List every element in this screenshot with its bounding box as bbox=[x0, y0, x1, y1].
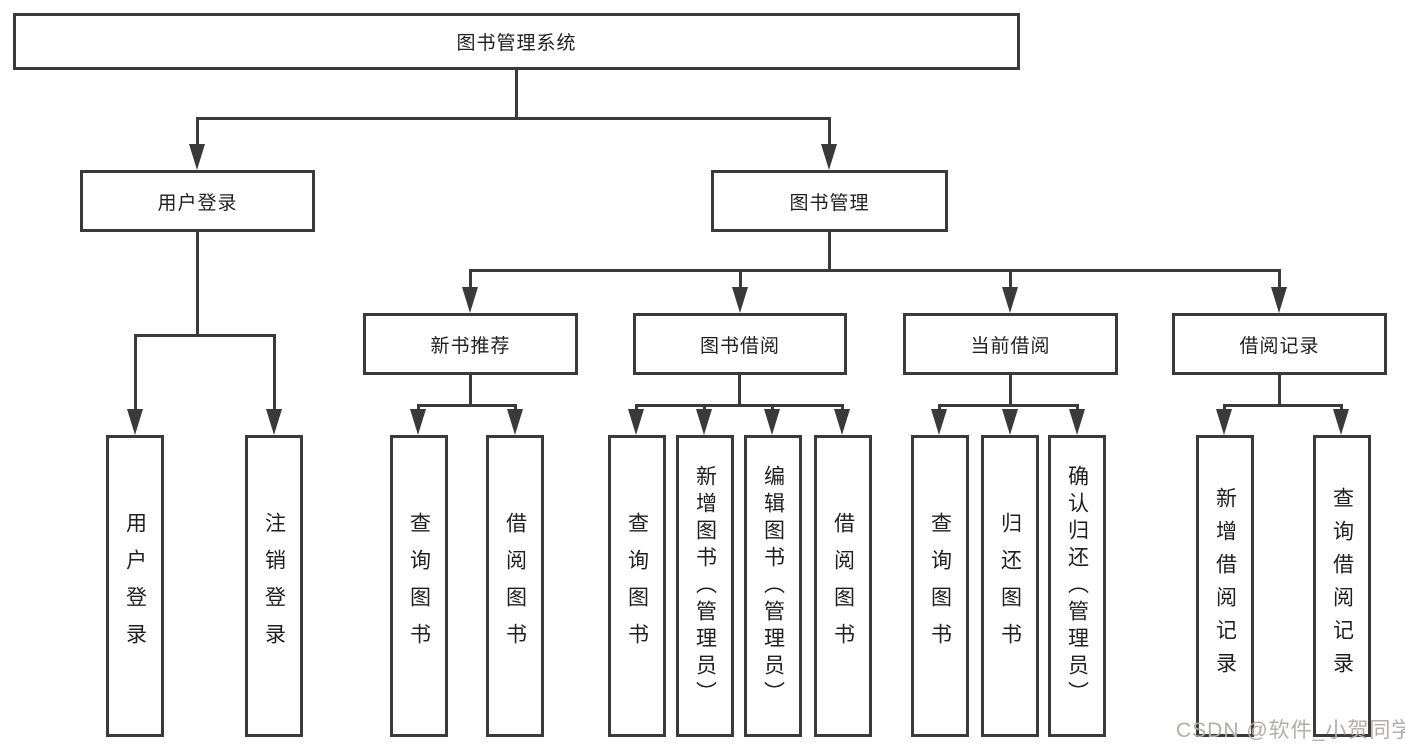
leaf-add-borrow-record: 新增借阅记录 bbox=[1196, 435, 1254, 737]
leaf-confirm-return-admin-label: 确认归还（管理员） bbox=[1065, 464, 1089, 708]
connector-line bbox=[938, 404, 941, 412]
connector-line bbox=[635, 404, 638, 412]
node-book-borrow-label: 图书借阅 bbox=[699, 335, 780, 357]
connector-line bbox=[469, 269, 472, 291]
leaf-add-borrow-record-label: 新增借阅记录 bbox=[1213, 487, 1237, 685]
connector-line bbox=[417, 404, 517, 407]
connector-arrowhead bbox=[1216, 409, 1232, 435]
node-borrow-records: 借阅记录 bbox=[1172, 313, 1387, 375]
connector-line bbox=[1278, 375, 1281, 407]
node-user-login-label: 用户登录 bbox=[157, 192, 238, 214]
connector-arrowhead bbox=[189, 144, 205, 170]
leaf-query-borrow-record: 查询借阅记录 bbox=[1313, 435, 1371, 737]
connector-line bbox=[703, 404, 706, 412]
connector-line bbox=[469, 269, 1281, 272]
connector-arrowhead bbox=[462, 287, 478, 313]
connector-arrowhead bbox=[1069, 409, 1085, 435]
connector-line bbox=[739, 269, 742, 291]
leaf-recommend-borrow-books-label: 借阅图书 bbox=[503, 512, 527, 660]
connector-arrowhead bbox=[628, 409, 644, 435]
connector-arrowhead bbox=[127, 409, 143, 435]
connector-arrowhead bbox=[732, 287, 748, 313]
connector-line bbox=[1278, 269, 1281, 291]
node-root: 图书管理系统 bbox=[13, 13, 1020, 70]
node-borrow-records-label: 借阅记录 bbox=[1239, 335, 1320, 357]
connector-line bbox=[635, 404, 844, 407]
connector-arrowhead bbox=[696, 409, 712, 435]
leaf-edit-books-admin: 编辑图书（管理员） bbox=[744, 435, 802, 737]
connector-line bbox=[1076, 404, 1079, 412]
node-new-book-recommend: 新书推荐 bbox=[363, 313, 578, 375]
connector-line bbox=[1223, 404, 1343, 407]
connector-line bbox=[1009, 269, 1012, 291]
connector-line bbox=[273, 334, 276, 412]
connector-line bbox=[469, 375, 472, 407]
connector-line bbox=[134, 334, 276, 337]
connector-line bbox=[196, 232, 199, 337]
node-root-label: 图书管理系统 bbox=[456, 33, 577, 54]
leaf-query-borrow-record-label: 查询借阅记录 bbox=[1330, 487, 1354, 685]
node-new-book-recommend-label: 新书推荐 bbox=[430, 335, 511, 357]
connector-arrowhead bbox=[1002, 287, 1018, 313]
leaf-borrow-query-books-label: 查询图书 bbox=[625, 512, 649, 660]
connector-line bbox=[841, 404, 844, 412]
leaf-return-books: 归还图书 bbox=[981, 435, 1039, 737]
node-book-management: 图书管理 bbox=[711, 170, 948, 232]
node-user-login: 用户登录 bbox=[80, 170, 315, 232]
leaf-borrow-books: 借阅图书 bbox=[814, 435, 872, 737]
connector-line bbox=[417, 404, 420, 412]
watermark: CSDN @软件_小贺同学 bbox=[1176, 719, 1405, 742]
connector-line bbox=[771, 404, 774, 412]
connector-arrowhead bbox=[410, 409, 426, 435]
leaf-user-login-label: 用户登录 bbox=[123, 512, 147, 660]
node-book-management-label: 图书管理 bbox=[789, 192, 870, 214]
leaf-return-books-label: 归还图书 bbox=[998, 512, 1022, 660]
connector-arrowhead bbox=[1333, 409, 1349, 435]
node-current-borrow: 当前借阅 bbox=[903, 313, 1118, 375]
connector-line bbox=[1009, 375, 1012, 407]
connector-arrowhead bbox=[931, 409, 947, 435]
leaf-recommend-borrow-books: 借阅图书 bbox=[486, 435, 544, 737]
connector-line bbox=[738, 375, 741, 407]
connector-line bbox=[515, 70, 518, 119]
leaf-logout-label: 注销登录 bbox=[262, 512, 286, 660]
connector-line bbox=[1223, 404, 1226, 412]
connector-line bbox=[196, 117, 199, 148]
leaf-add-books-admin-label: 新增图书（管理员） bbox=[693, 464, 717, 708]
leaf-current-query-books: 查询图书 bbox=[911, 435, 969, 737]
node-book-borrow: 图书借阅 bbox=[633, 313, 847, 375]
leaf-borrow-query-books: 查询图书 bbox=[608, 435, 666, 737]
leaf-recommend-query-books-label: 查询图书 bbox=[407, 512, 431, 660]
connector-line bbox=[134, 334, 137, 412]
leaf-logout: 注销登录 bbox=[245, 435, 303, 737]
connector-arrowhead bbox=[834, 409, 850, 435]
connector-arrowhead bbox=[1002, 409, 1018, 435]
connector-line bbox=[514, 404, 517, 412]
connector-line bbox=[938, 404, 1079, 407]
leaf-confirm-return-admin: 确认归还（管理员） bbox=[1048, 435, 1106, 737]
leaf-user-login: 用户登录 bbox=[106, 435, 164, 737]
connector-line bbox=[828, 117, 831, 148]
leaf-add-books-admin: 新增图书（管理员） bbox=[676, 435, 734, 737]
connector-line bbox=[828, 232, 831, 272]
connector-arrowhead bbox=[266, 409, 282, 435]
connector-arrowhead bbox=[1271, 287, 1287, 313]
node-current-borrow-label: 当前借阅 bbox=[970, 335, 1051, 357]
leaf-edit-books-admin-label: 编辑图书（管理员） bbox=[761, 464, 785, 708]
connector-arrowhead bbox=[764, 409, 780, 435]
connector-line bbox=[196, 117, 831, 120]
leaf-borrow-books-label: 借阅图书 bbox=[831, 512, 855, 660]
connector-arrowhead bbox=[507, 409, 523, 435]
connector-arrowhead bbox=[821, 144, 837, 170]
connector-line bbox=[1340, 404, 1343, 412]
leaf-current-query-books-label: 查询图书 bbox=[928, 512, 952, 660]
leaf-recommend-query-books: 查询图书 bbox=[390, 435, 448, 737]
